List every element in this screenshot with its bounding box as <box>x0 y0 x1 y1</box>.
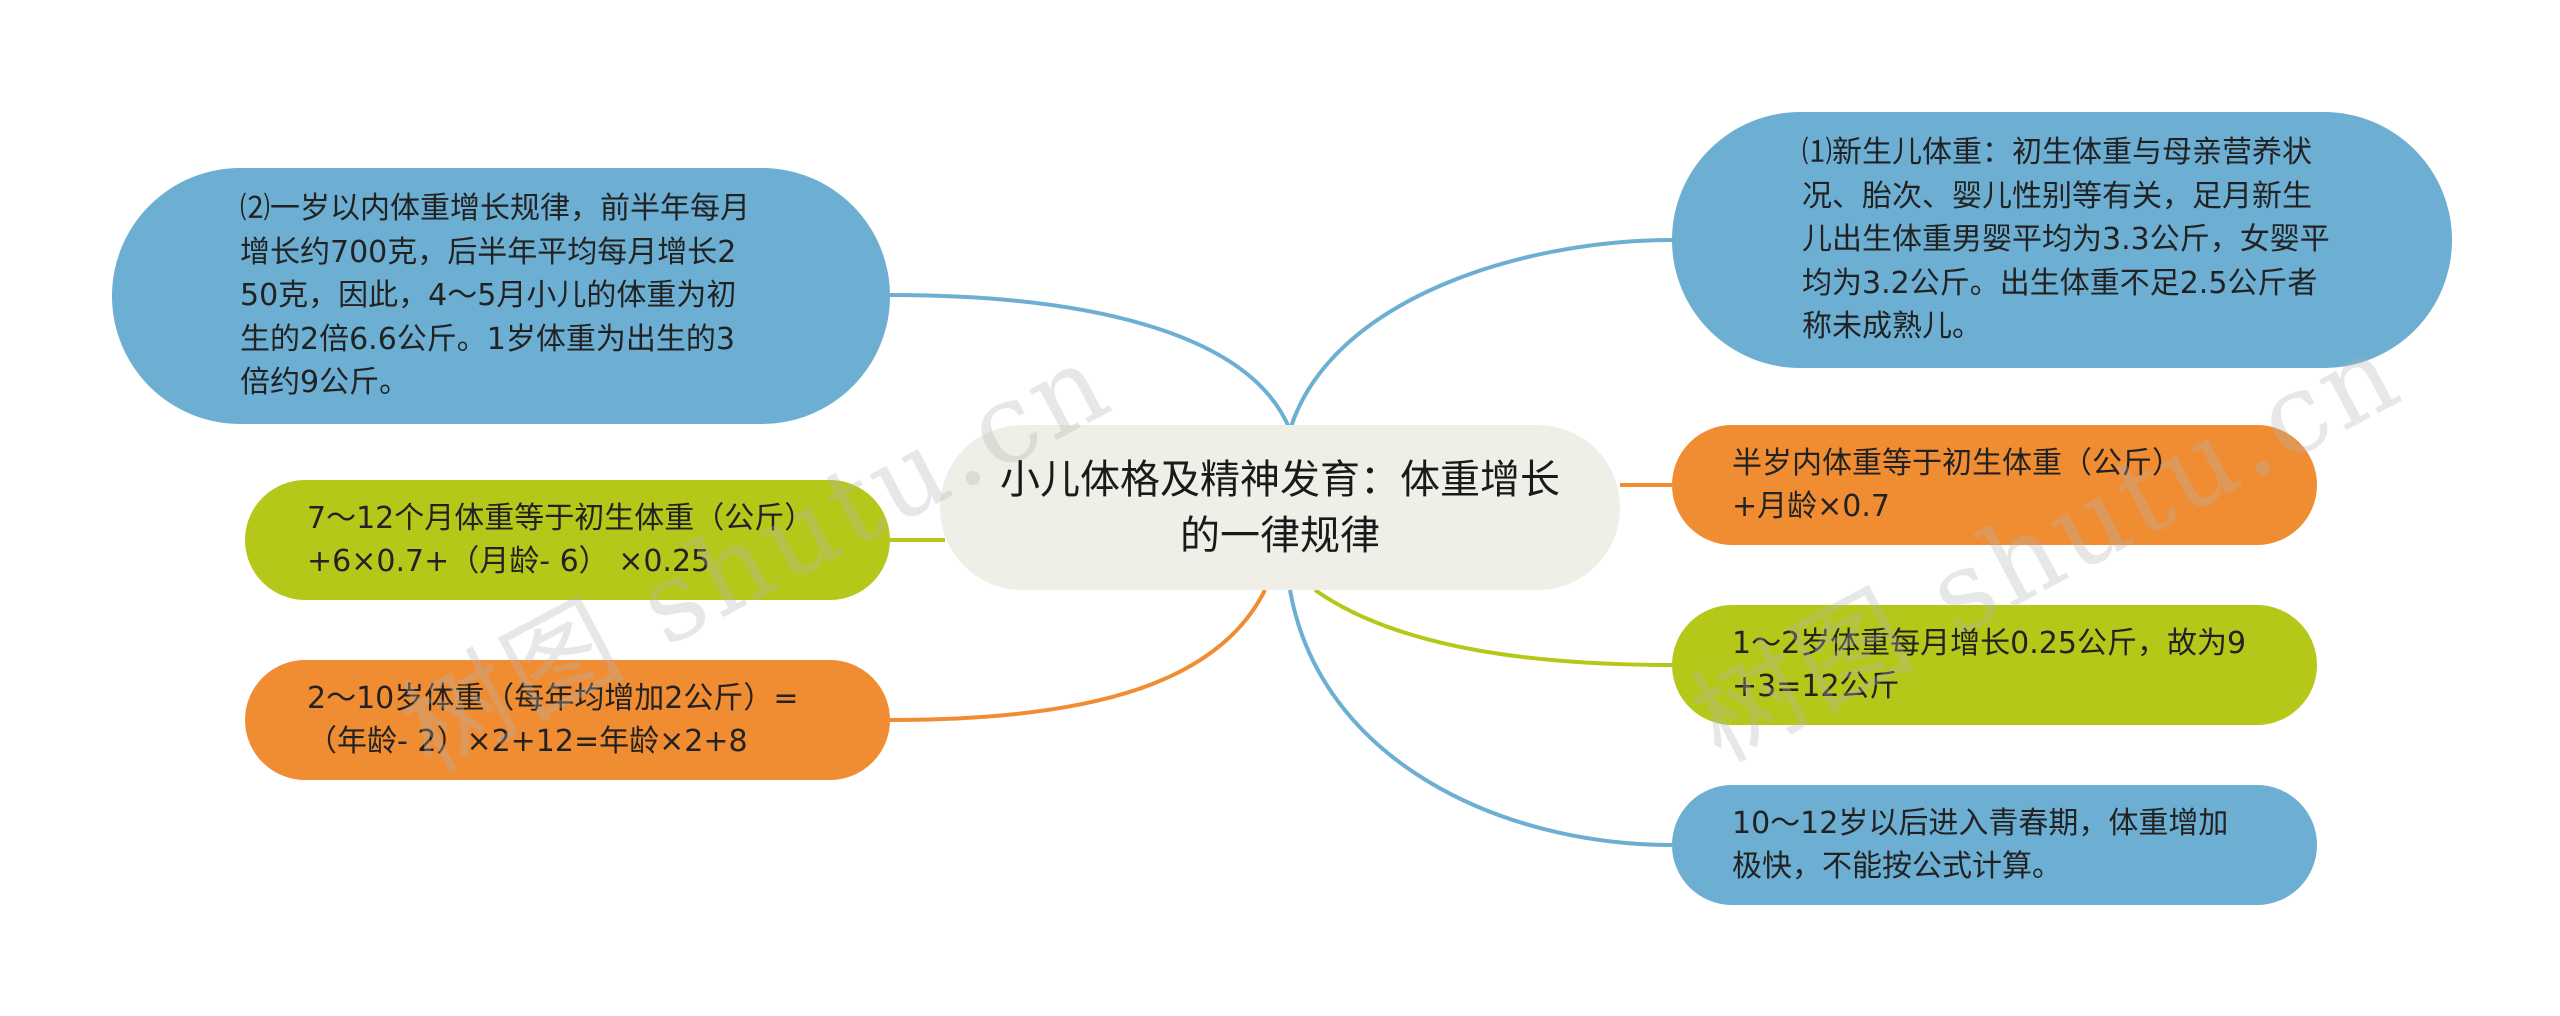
topic-newborn-weight-text: ⑴新生儿体重：初生体重与母亲营养状况、胎次、婴儿性别等有关，足月新生儿出生体重男… <box>1802 135 2330 345</box>
connector-center-n7 <box>889 589 1267 722</box>
connector-center-n4 <box>1288 589 1673 847</box>
topic-7-12-months-weight-text: 7～12个月体重等于初生体重（公斤）+6×0.7+（月龄- 6） ×0.25 <box>307 500 815 580</box>
topic-1-2-years-weight-text: 1～2岁体重每月增长0.25公斤，故为9+3=12公斤 <box>1732 625 2247 705</box>
connector-center-n1 <box>1288 238 1673 431</box>
topic-first-year-growth[interactable]: ⑵一岁以内体重增长规律，前半年每月增长约700克，后半年平均每月增长250克，因… <box>112 168 890 424</box>
topic-half-year-weight[interactable]: 半岁内体重等于初生体重（公斤）+月龄×0.7 <box>1672 425 2317 545</box>
topic-adolescence-weight[interactable]: 10～12岁以后进入青春期，体重增加极快，不能按公式计算。 <box>1672 785 2317 905</box>
connector-center-n3 <box>1313 588 1673 667</box>
topic-2-10-years-weight[interactable]: 2～10岁体重（每年均增加2公斤）=（年龄- 2）×2+12=年龄×2+8 <box>245 660 890 780</box>
connector-center-n5 <box>889 293 1292 431</box>
topic-1-2-years-weight[interactable]: 1～2岁体重每月增长0.25公斤，故为9+3=12公斤 <box>1672 605 2317 725</box>
topic-2-10-years-weight-text: 2～10岁体重（每年均增加2公斤）=（年龄- 2）×2+12=年龄×2+8 <box>307 680 799 760</box>
center-topic[interactable]: 小儿体格及精神发育：体重增长的一律规律 <box>940 425 1620 590</box>
topic-half-year-weight-text: 半岁内体重等于初生体重（公斤）+月龄×0.7 <box>1732 445 2182 525</box>
topic-7-12-months-weight[interactable]: 7～12个月体重等于初生体重（公斤）+6×0.7+（月龄- 6） ×0.25 <box>245 480 890 600</box>
topic-adolescence-weight-text: 10～12岁以后进入青春期，体重增加极快，不能按公式计算。 <box>1732 805 2229 885</box>
topic-first-year-growth-text: ⑵一岁以内体重增长规律，前半年每月增长约700克，后半年平均每月增长250克，因… <box>240 191 750 401</box>
topic-newborn-weight[interactable]: ⑴新生儿体重：初生体重与母亲营养状况、胎次、婴儿性别等有关，足月新生儿出生体重男… <box>1672 112 2452 368</box>
center-topic-label: 小儿体格及精神发育：体重增长的一律规律 <box>1000 456 1560 559</box>
